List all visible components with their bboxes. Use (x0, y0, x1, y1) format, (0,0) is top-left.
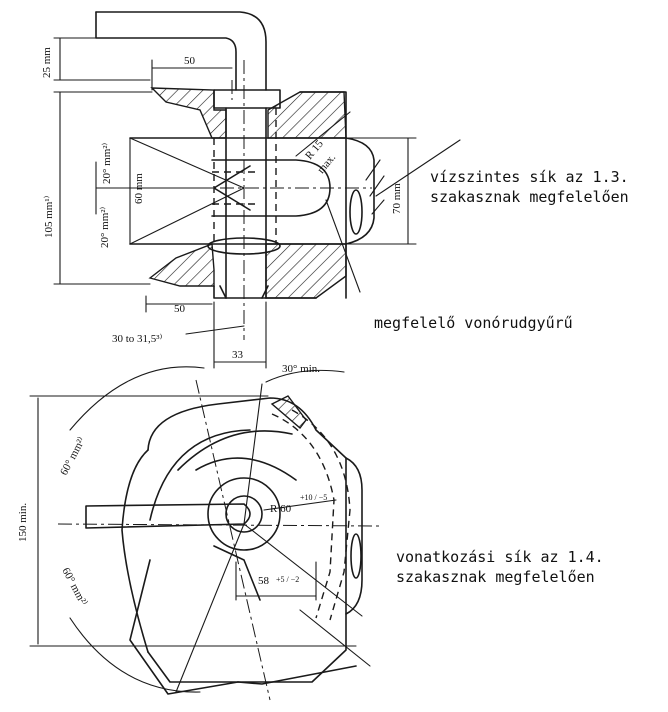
dim-30deg-min-label: 30° min. (282, 363, 320, 375)
horizontal-plane-note-line1: vízszintes sík az 1.3. (430, 168, 629, 186)
dim-150min-label: 150 min. (17, 503, 29, 542)
dim-r60-tolerance: +10 / −5 (300, 493, 327, 502)
reference-plane-note-line2: szakasznak megfelelően (396, 568, 595, 586)
dim-25mm-label: 25 mm (41, 47, 53, 78)
dim-50-bottom-label: 50 (174, 303, 186, 315)
dim-70mm-label: 70 mm (391, 183, 403, 214)
dim-30-to-31-5-label: 30 to 31,5³⁾ (112, 333, 163, 345)
dim-20deg-upper-label: 20° mm²⁾ (101, 142, 113, 184)
dim-58-label: 58 (258, 575, 270, 587)
side-view-dimensions (53, 37, 417, 369)
dim-60mm-label: 60 mm (133, 173, 145, 204)
reference-plane-note-line1: vonatkozási sík az 1.4. (396, 548, 604, 566)
dim-max-label: max. (315, 151, 338, 176)
drawbar-ring-note: megfelelő vonórudgyűrű (374, 314, 573, 332)
dim-105mm-label: 105 mm¹⁾ (43, 195, 55, 238)
dim-33-label: 33 (232, 349, 244, 361)
dim-50-top-label: 50 (184, 55, 196, 67)
horizontal-plane-note-line2: szakasznak megfelelően (430, 188, 629, 206)
dim-20deg-lower-label: 20° mm²⁾ (99, 206, 111, 248)
dim-60deg-upper-label: 60° mm²⁾ (58, 435, 88, 477)
plan-view (57, 379, 381, 701)
dim-r60-label: R 60 (270, 503, 292, 515)
dim-58-tolerance: +5 / −2 (276, 575, 299, 584)
plan-view-dimensions (29, 366, 357, 693)
dim-60deg-lower-label: 60° mm²⁾ (59, 566, 89, 608)
side-section-view (95, 11, 461, 340)
